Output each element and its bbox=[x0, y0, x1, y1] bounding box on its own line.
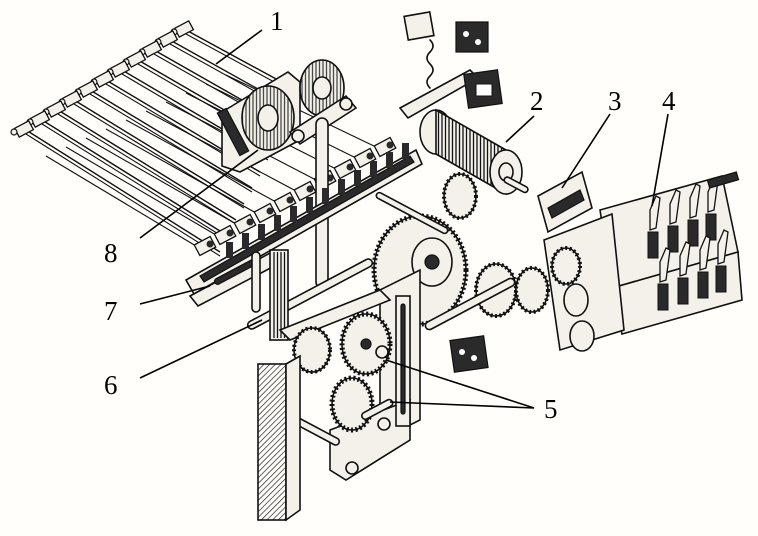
callout-1: 1 bbox=[270, 6, 284, 36]
callout-3: 3 bbox=[608, 86, 622, 116]
callout-8: 8 bbox=[104, 238, 118, 268]
contact-tip bbox=[85, 137, 257, 235]
contact-tip bbox=[125, 119, 297, 213]
relay-contact-finger bbox=[647, 195, 661, 259]
contact-tip bbox=[65, 146, 237, 246]
callout-labels: 1 2 3 4 5 6 7 8 bbox=[104, 6, 676, 424]
relay-contact-finger bbox=[667, 189, 681, 253]
callout-2: 2 bbox=[530, 86, 544, 116]
spring-finger bbox=[10, 119, 221, 257]
cam-comb-bar bbox=[184, 143, 424, 296]
comb-tooth bbox=[338, 179, 345, 195]
comb-tooth bbox=[306, 197, 313, 213]
relay-contact-finger bbox=[677, 241, 691, 305]
comb-tooth bbox=[370, 161, 377, 177]
callout-5: 5 bbox=[544, 394, 558, 424]
comb-tooth bbox=[322, 188, 329, 204]
contact-tip bbox=[225, 74, 397, 158]
relay-contact-finger bbox=[715, 229, 729, 293]
callout-7: 7 bbox=[104, 296, 118, 326]
upper-contact-brackets bbox=[398, 10, 503, 120]
relay-contact-finger bbox=[657, 247, 671, 311]
contact-tip bbox=[45, 155, 217, 257]
comb-tooth bbox=[402, 143, 409, 159]
ratchet-rack bbox=[257, 354, 301, 522]
comb-tooth bbox=[274, 215, 281, 231]
contact-tip bbox=[145, 110, 317, 202]
contact-block bbox=[537, 170, 593, 234]
comb-tooth bbox=[242, 233, 249, 249]
callout-6: 6 bbox=[104, 370, 118, 400]
spring-finger bbox=[74, 79, 253, 193]
spring-finger bbox=[26, 109, 229, 241]
comb-tooth bbox=[354, 170, 361, 186]
relay-contact-finger bbox=[687, 183, 701, 247]
contact-tip bbox=[105, 128, 277, 224]
leader-lines bbox=[139, 29, 669, 409]
callout-4: 4 bbox=[662, 86, 676, 116]
coil-solenoid bbox=[419, 108, 529, 196]
lower-gear-frame bbox=[251, 251, 421, 481]
comb-tooth bbox=[290, 206, 297, 222]
comb-tooth bbox=[386, 152, 393, 168]
relay-contact-finger bbox=[697, 235, 711, 299]
comb-tooth bbox=[226, 242, 233, 258]
comb-tooth bbox=[258, 224, 265, 240]
